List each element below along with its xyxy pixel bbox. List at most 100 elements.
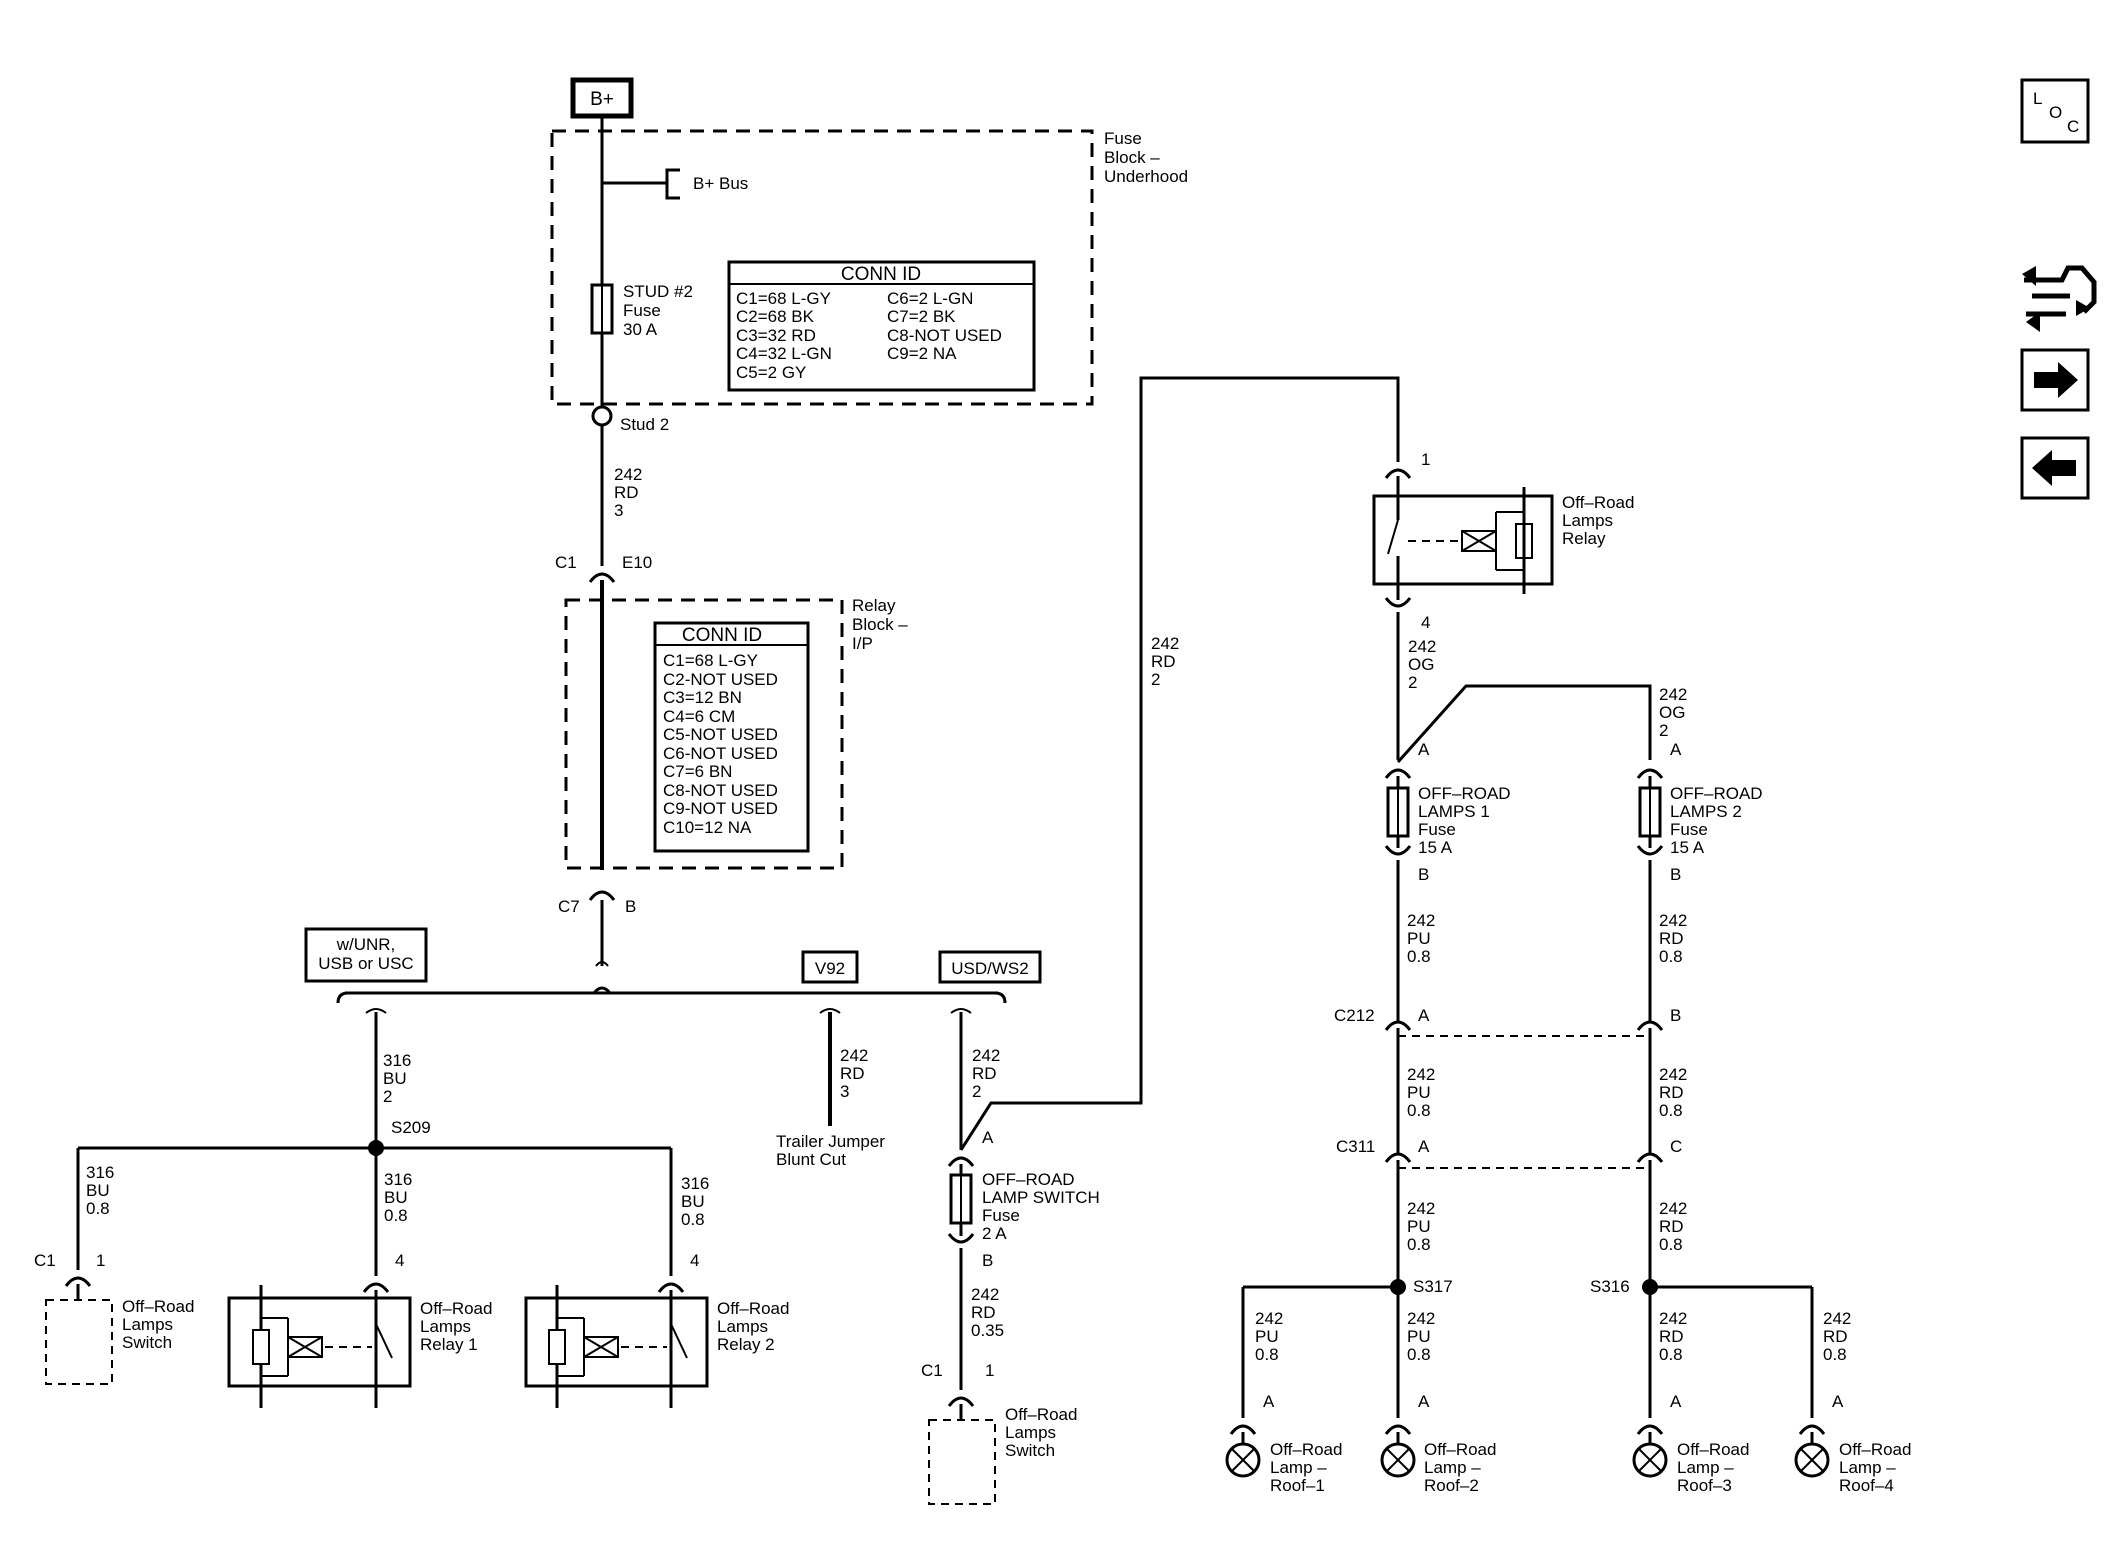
fuse-block-title-1: Fuse	[1104, 129, 1142, 148]
trailer-jumper-blunt-cut: 242 RD 3 Trailer Jumper Blunt Cut	[776, 1008, 885, 1169]
wire-label-rd-2: 242 RD 0.8	[1659, 1065, 1687, 1120]
svg-text:Trailer Jumper: Trailer Jumper	[776, 1132, 885, 1151]
stud-2-terminal: Stud 2	[591, 405, 669, 434]
svg-text:0.8: 0.8	[1407, 1101, 1431, 1120]
bplus-label: B+	[590, 89, 614, 110]
svg-text:3: 3	[840, 1082, 849, 1101]
svg-text:C: C	[1670, 1137, 1682, 1156]
svg-text:Roof–3: Roof–3	[1677, 1476, 1732, 1495]
svg-text:Off–Road: Off–Road	[1562, 493, 1634, 512]
loc-letter: C	[2067, 117, 2079, 136]
svg-text:0.8: 0.8	[1407, 1345, 1431, 1364]
svg-text:0.8: 0.8	[1255, 1345, 1279, 1364]
svg-text:242: 242	[1408, 637, 1436, 656]
svg-text:242: 242	[1659, 685, 1687, 704]
off-road-lamps-switch-left: C1 1 Off–Road Lamps Switch	[34, 1251, 194, 1385]
svg-text:A: A	[982, 1128, 994, 1147]
svg-text:242: 242	[1407, 1065, 1435, 1084]
svg-text:242: 242	[971, 1285, 999, 1304]
conn-id-row: C4=32 L-GN	[736, 344, 832, 363]
svg-text:Roof–4: Roof–4	[1839, 1476, 1894, 1495]
relay-block-ip: Relay Block – I/P	[564, 596, 908, 870]
conn-id-row: C8-NOT USED	[663, 781, 778, 800]
svg-text:RD: RD	[840, 1064, 865, 1083]
lamp-roof-4: Off–Road Lamp – Roof–4	[1794, 1440, 1911, 1495]
wire-label-og-2: 242 OG 2	[1659, 685, 1687, 740]
svg-text:Off–Road: Off–Road	[1005, 1405, 1077, 1424]
wire-label-pu-4: 242 PU 0.8	[1255, 1309, 1283, 1364]
arrow-right-icon[interactable]	[2020, 348, 2090, 412]
svg-text:3: 3	[614, 501, 623, 520]
conn-id-row: C7=6 BN	[663, 762, 732, 781]
svg-text:Fuse: Fuse	[982, 1206, 1020, 1225]
c1-label: C1	[555, 553, 577, 572]
svg-text:1: 1	[1421, 450, 1430, 469]
wire-label-rd-1: 242 RD 0.8	[1659, 911, 1687, 966]
wire-label-main: 242 RD 3	[614, 465, 642, 520]
arrow-left-icon[interactable]	[2020, 436, 2090, 500]
svg-text:A: A	[1670, 740, 1682, 759]
svg-text:RD: RD	[614, 483, 639, 502]
svg-text:V92: V92	[815, 959, 845, 978]
wire-label-316-c: 316 BU 0.8	[681, 1174, 709, 1229]
svg-text:Off–Road: Off–Road	[420, 1299, 492, 1318]
svg-text:242: 242	[614, 465, 642, 484]
conn-id-row: C8-NOT USED	[887, 326, 1002, 345]
b-label: B	[625, 897, 636, 916]
svg-text:242: 242	[1407, 911, 1435, 930]
conn-id-row: C6=2 L-GN	[887, 289, 973, 308]
svg-text:316: 316	[384, 1170, 412, 1189]
svg-text:0.8: 0.8	[1823, 1345, 1847, 1364]
connector-c311: C311 A C	[1336, 1137, 1682, 1176]
svg-text:242: 242	[1659, 1309, 1687, 1328]
wire-label-316-a: 316 BU 0.8	[86, 1163, 114, 1218]
svg-text:RD: RD	[1151, 652, 1176, 671]
svg-text:Off–Road: Off–Road	[1677, 1440, 1749, 1459]
conn-id-header: CONN ID	[682, 625, 762, 646]
svg-text:0.8: 0.8	[1407, 947, 1431, 966]
off-road-lamps-relay-2: 4 Off–Road Lamps Relay 2	[524, 1251, 789, 1408]
svg-text:Relay: Relay	[1562, 529, 1606, 548]
svg-text:C311: C311	[1336, 1137, 1375, 1156]
svg-text:A: A	[1670, 1392, 1682, 1411]
svg-text:S317: S317	[1413, 1277, 1453, 1296]
loc-button[interactable]: L O C	[2020, 78, 2090, 144]
lamp-roof-2: Off–Road Lamp – Roof–2	[1380, 1440, 1496, 1495]
loc-letter: O	[2049, 103, 2062, 122]
svg-text:LAMPS 2: LAMPS 2	[1670, 802, 1742, 821]
loc-letter: L	[2033, 89, 2042, 108]
svg-text:Relay 1: Relay 1	[420, 1335, 478, 1354]
svg-text:Off–Road: Off–Road	[717, 1299, 789, 1318]
relay-block-title-1: Relay	[852, 596, 896, 615]
stud-fuse-label-1: STUD #2	[623, 282, 693, 301]
lamp-switch-branch: 242 RD 2 A OFF–ROAD LAMP SWITCH Fuse 2 A…	[921, 1008, 1100, 1505]
svg-text:4: 4	[395, 1251, 404, 1270]
svg-text:PU: PU	[1407, 1217, 1431, 1236]
wire-label-og-1: 242 OG 2	[1408, 637, 1436, 692]
stud-fuse-label-2: Fuse	[623, 301, 661, 320]
fuse-block-title-3: Underhood	[1104, 167, 1188, 186]
wire-label-rd-3: 242 RD 0.8	[1659, 1199, 1687, 1254]
svg-text:242: 242	[1407, 1199, 1435, 1218]
svg-text:Roof–2: Roof–2	[1424, 1476, 1479, 1495]
svg-text:0.8: 0.8	[1659, 947, 1683, 966]
relay-block-title-2: Block –	[852, 615, 908, 634]
conn-id-row: C1=68 L-GY	[736, 289, 831, 308]
svg-text:Lamps: Lamps	[122, 1315, 173, 1334]
svg-text:242: 242	[1151, 634, 1179, 653]
svg-text:15 A: 15 A	[1670, 838, 1705, 857]
svg-text:Lamp –: Lamp –	[1839, 1458, 1896, 1477]
off-road-lamps-relay: 1 Off–Road Lamps Relay 4	[1372, 450, 1634, 632]
wire-label-pu-2: 242 PU 0.8	[1407, 1065, 1435, 1120]
conn-id-row: C9=2 NA	[887, 344, 957, 363]
conn-id-row: C2=68 BK	[736, 307, 815, 326]
svg-text:0.8: 0.8	[384, 1206, 408, 1225]
svg-text:2: 2	[972, 1082, 981, 1101]
svg-text:C212: C212	[1334, 1006, 1375, 1025]
connector-icon[interactable]	[2022, 265, 2097, 332]
bplus-terminal: B+	[570, 77, 634, 119]
svg-text:RD: RD	[971, 1303, 996, 1322]
conn-id-row: C6-NOT USED	[663, 744, 778, 763]
fuse-block-underhood: Fuse Block – Underhood	[550, 129, 1188, 406]
